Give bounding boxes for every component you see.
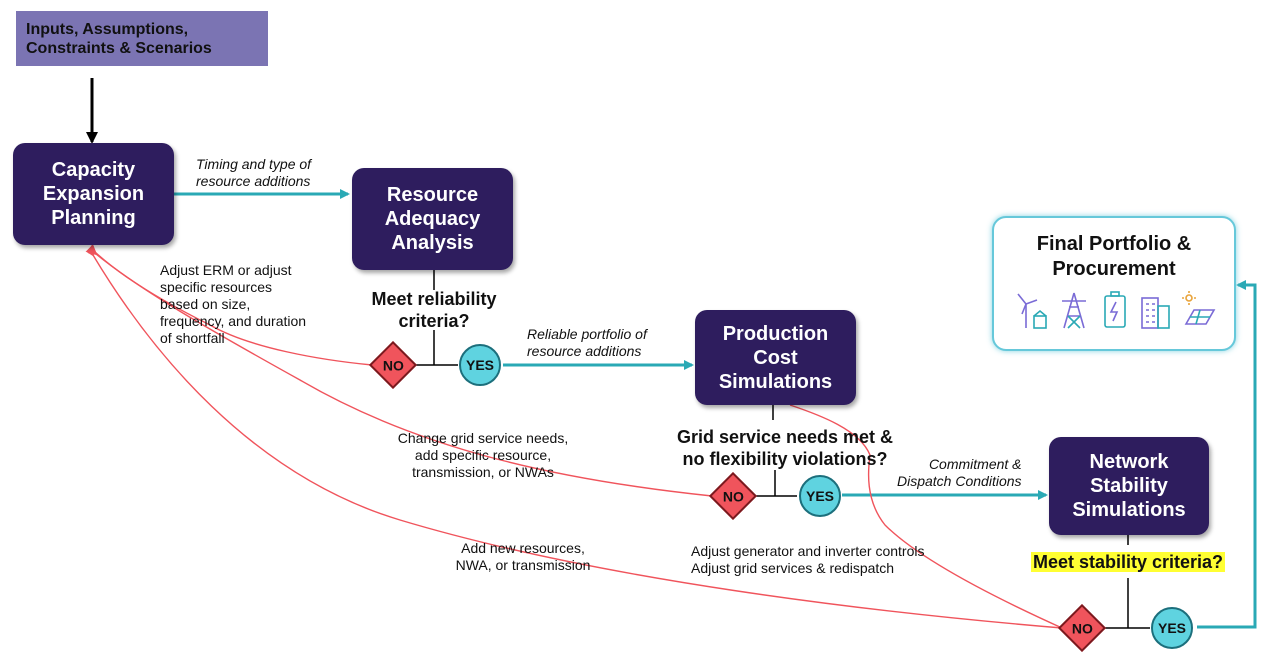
inputs-box: Inputs, Assumptions, Constraints & Scena… [16, 11, 268, 66]
feedback-production-no [87, 246, 713, 497]
transmission-tower-icon [1062, 292, 1086, 329]
resource-adequacy-analysis-box[interactable]: Resource Adequacy Analysis [352, 168, 513, 270]
reliable-portfolio-label: Reliable portfolio of resource additions [527, 326, 647, 359]
production-yes-text: YES [805, 488, 834, 504]
production-yes-node[interactable]: YES [799, 475, 841, 517]
final-portfolio-box[interactable]: Final Portfolio & Procurement [992, 216, 1236, 351]
timing-label: Timing and type of resource additions [196, 156, 312, 189]
new-resources-feedback-label: Add new resources, NWA, or transmission [455, 540, 591, 573]
production-cost-simulations-box[interactable]: Production Cost Simulations [695, 310, 856, 405]
capacity-expansion-planning-box[interactable]: Capacity Expansion Planning [13, 143, 174, 245]
decision-stems [410, 270, 1150, 629]
grid-feedback-label: Change grid service needs, add specific … [397, 430, 569, 480]
production-no-text: NO [722, 488, 744, 504]
resource-yes-text: YES [465, 357, 494, 373]
feedback-network-no-gen [789, 404, 1063, 629]
network-stability-simulations-box[interactable]: Network Stability Simulations [1049, 437, 1209, 535]
grid-service-question: Grid service needs met & no flexibility … [676, 427, 894, 469]
generator-feedback-label: Adjust generator and inverter controls A… [691, 543, 925, 576]
commitment-dispatch-label: Commitment & Dispatch Conditions [897, 456, 1022, 489]
feedback-network-no-new [85, 246, 1063, 629]
final-portfolio-title: Final Portfolio & Procurement [1036, 233, 1192, 280]
network-no-text: NO [1071, 620, 1093, 636]
erm-feedback-label: Adjust ERM or adjust specific resources … [160, 262, 307, 346]
reliability-question: Meet reliability criteria? [371, 289, 497, 331]
stability-question-text: Meet stability criteria? [1030, 552, 1226, 572]
feedback-lines [85, 243, 1063, 629]
network-yes-to-final-arrow [1197, 280, 1257, 629]
battery-icon [1104, 291, 1126, 328]
final-portfolio-icons [1012, 290, 1216, 330]
wind-turbine-icon [1017, 293, 1047, 329]
resource-no-text: NO [382, 357, 404, 373]
network-yes-text: YES [1157, 620, 1186, 636]
stability-question: Meet stability criteria? [1020, 551, 1236, 573]
network-yes-node[interactable]: YES [1151, 607, 1193, 649]
solar-panel-icon [1182, 291, 1216, 325]
resource-yes-node[interactable]: YES [459, 344, 501, 386]
building-icon [1141, 297, 1170, 329]
